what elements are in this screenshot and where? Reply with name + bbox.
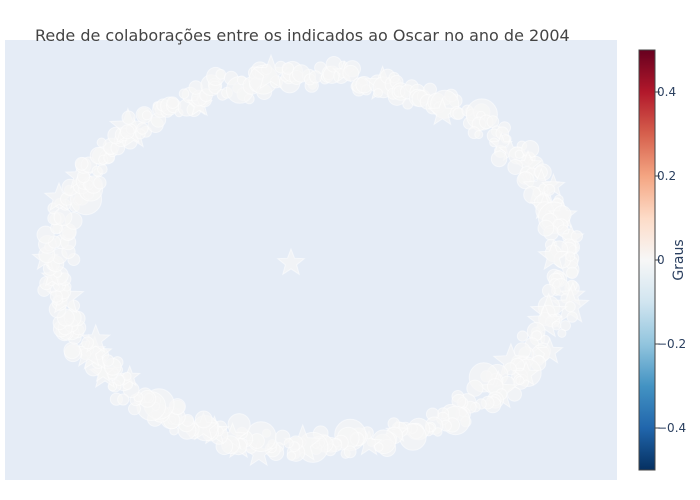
node-circle[interactable] [194, 410, 213, 429]
colorbar-tick-label: 0.4 [657, 85, 676, 99]
node-circle[interactable] [466, 379, 484, 397]
node-circle[interactable] [516, 330, 529, 342]
node-circle[interactable] [166, 96, 179, 109]
node-star[interactable] [80, 323, 112, 353]
node-circle[interactable] [36, 225, 55, 244]
colorbar: 0.4 0.2 0 −0.2 −0.4 Graus [638, 49, 687, 471]
node-circle[interactable] [97, 163, 108, 175]
node-circle[interactable] [343, 445, 357, 459]
node-circle[interactable] [136, 122, 149, 135]
node-circle[interactable] [178, 88, 190, 99]
node-circle[interactable] [521, 140, 540, 158]
node-circle[interactable] [565, 251, 576, 262]
node-circle[interactable] [515, 375, 525, 386]
node-circle[interactable] [342, 64, 360, 82]
plot-area [5, 40, 617, 480]
node-circle[interactable] [93, 176, 107, 190]
colorbar-title: Graus [671, 239, 687, 280]
node-star[interactable] [276, 247, 306, 276]
node-circle[interactable] [551, 320, 562, 331]
colorbar-tick-label: −0.2 [657, 337, 686, 351]
node-circle[interactable] [543, 183, 556, 196]
node-circle[interactable] [63, 341, 81, 360]
node-circle[interactable] [557, 328, 567, 338]
node-circle[interactable] [117, 393, 130, 406]
node-circle[interactable] [309, 70, 323, 84]
node-circle[interactable] [283, 438, 294, 449]
node-circle[interactable] [120, 124, 135, 140]
node-circle[interactable] [474, 130, 484, 140]
node-circle[interactable] [570, 230, 583, 243]
node-circle[interactable] [507, 159, 524, 175]
colorbar-ticks: 0.4 0.2 0 −0.2 −0.4 [655, 85, 686, 435]
node-circle[interactable] [537, 219, 555, 237]
node-star[interactable] [512, 360, 540, 386]
node-star[interactable] [537, 239, 570, 271]
network-nodes [31, 53, 590, 467]
chart-title: Rede de colaborações entre os indicados … [35, 26, 570, 45]
node-circle[interactable] [81, 336, 94, 350]
node-circle[interactable] [96, 137, 107, 148]
colorbar-gradient [638, 49, 656, 471]
node-circle[interactable] [286, 451, 297, 461]
node-circle[interactable] [566, 311, 578, 323]
colorbar-tick-label: −0.4 [657, 421, 686, 435]
colorbar-tick-label: 0 [657, 253, 665, 267]
node-circle[interactable] [373, 88, 384, 98]
node-circle[interactable] [53, 207, 73, 227]
node-circle[interactable] [121, 110, 136, 125]
node-circle[interactable] [490, 150, 508, 168]
node-star[interactable] [535, 336, 564, 364]
node-circle[interactable] [566, 266, 579, 279]
node-circle[interactable] [141, 110, 152, 121]
node-circle[interactable] [74, 156, 89, 171]
colorbar-tick-label: 0.2 [657, 169, 676, 183]
